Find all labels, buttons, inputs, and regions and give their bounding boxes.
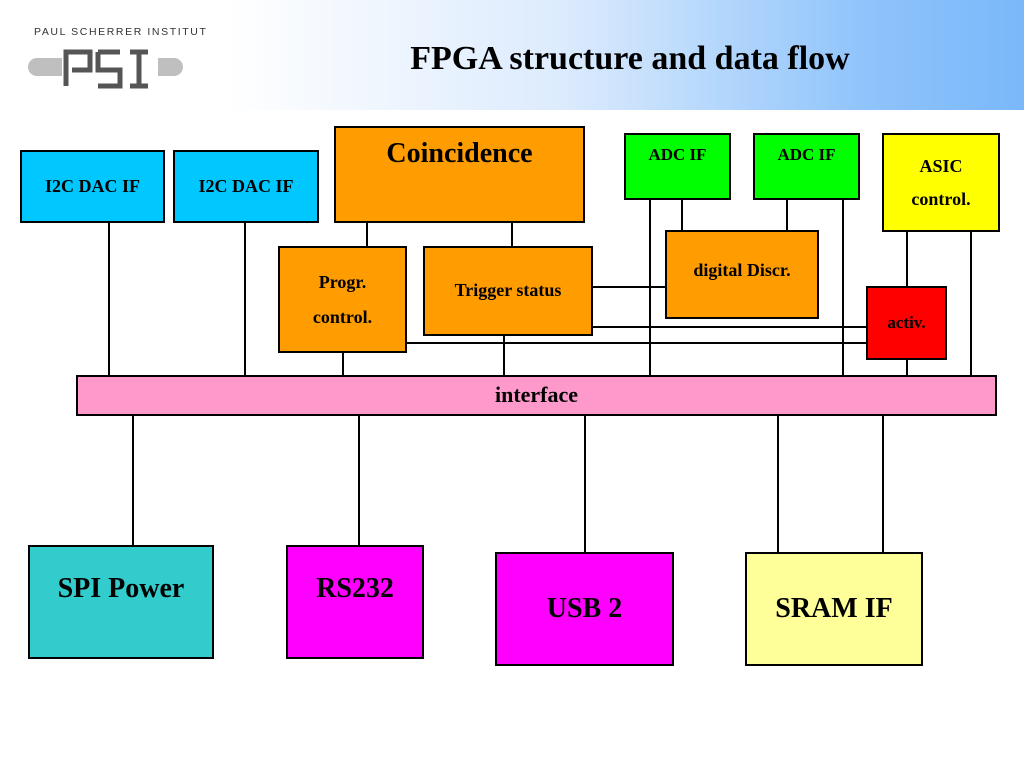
block-activ: activ. bbox=[866, 286, 947, 360]
block-adc-if-1: ADC IF bbox=[624, 133, 731, 200]
block-sram-if: SRAM IF bbox=[745, 552, 923, 666]
psi-logo: PAUL SCHERRER INSTITUT bbox=[28, 26, 206, 90]
block-trigger-status: Trigger status bbox=[423, 246, 593, 336]
block-i2c-dac-if-1: I2C DAC IF bbox=[20, 150, 165, 223]
block-interface: interface bbox=[76, 375, 997, 416]
block-asic-control: ASIC control. bbox=[882, 133, 1000, 232]
block-i2c-dac-if-2: I2C DAC IF bbox=[173, 150, 319, 223]
logo-org-name: PAUL SCHERRER INSTITUT bbox=[34, 26, 208, 38]
psi-logo-mark bbox=[28, 48, 183, 89]
block-coincidence: Coincidence bbox=[334, 126, 585, 223]
block-digital-discr: digital Discr. bbox=[665, 230, 819, 319]
block-progr-control: Progr. control. bbox=[278, 246, 407, 353]
page-title: FPGA structure and data flow bbox=[410, 40, 850, 77]
block-spi-power: SPI Power bbox=[28, 545, 214, 659]
block-adc-if-2: ADC IF bbox=[753, 133, 860, 200]
block-rs232: RS232 bbox=[286, 545, 424, 659]
header-band bbox=[0, 0, 1024, 110]
block-usb-2: USB 2 bbox=[495, 552, 674, 666]
